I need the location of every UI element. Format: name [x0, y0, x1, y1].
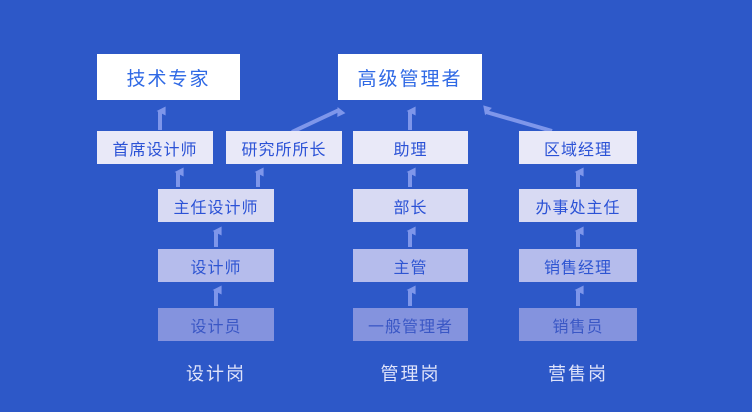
arrow-diagonal-icon	[291, 106, 346, 134]
column-label-management: 管理岗	[380, 364, 441, 384]
node-chief-designer: 首席设计师	[97, 131, 213, 164]
node-office-director: 办事处主任	[519, 189, 637, 222]
node-assistant: 助理	[353, 131, 468, 164]
node-director-designer: 主任设计师	[158, 189, 274, 222]
column-label-sales: 营售岗	[548, 364, 608, 384]
node-tech-expert: 技术专家	[97, 54, 240, 100]
column-label-design: 设计岗	[186, 364, 246, 384]
node-sales-manager: 销售经理	[519, 249, 637, 282]
node-institute-director: 研究所所长	[226, 131, 342, 164]
node-minister: 部长	[353, 189, 468, 222]
node-general-manager: 一般管理者	[353, 308, 468, 341]
node-salesperson: 销售员	[519, 308, 637, 341]
node-design-staff: 设计员	[158, 308, 274, 341]
node-designer: 设计师	[158, 249, 274, 282]
node-senior-manager: 高级管理者	[338, 54, 482, 100]
node-supervisor: 主管	[353, 249, 468, 282]
arrow-diagonal-icon	[483, 105, 553, 133]
node-regional-manager: 区域经理	[519, 131, 637, 164]
